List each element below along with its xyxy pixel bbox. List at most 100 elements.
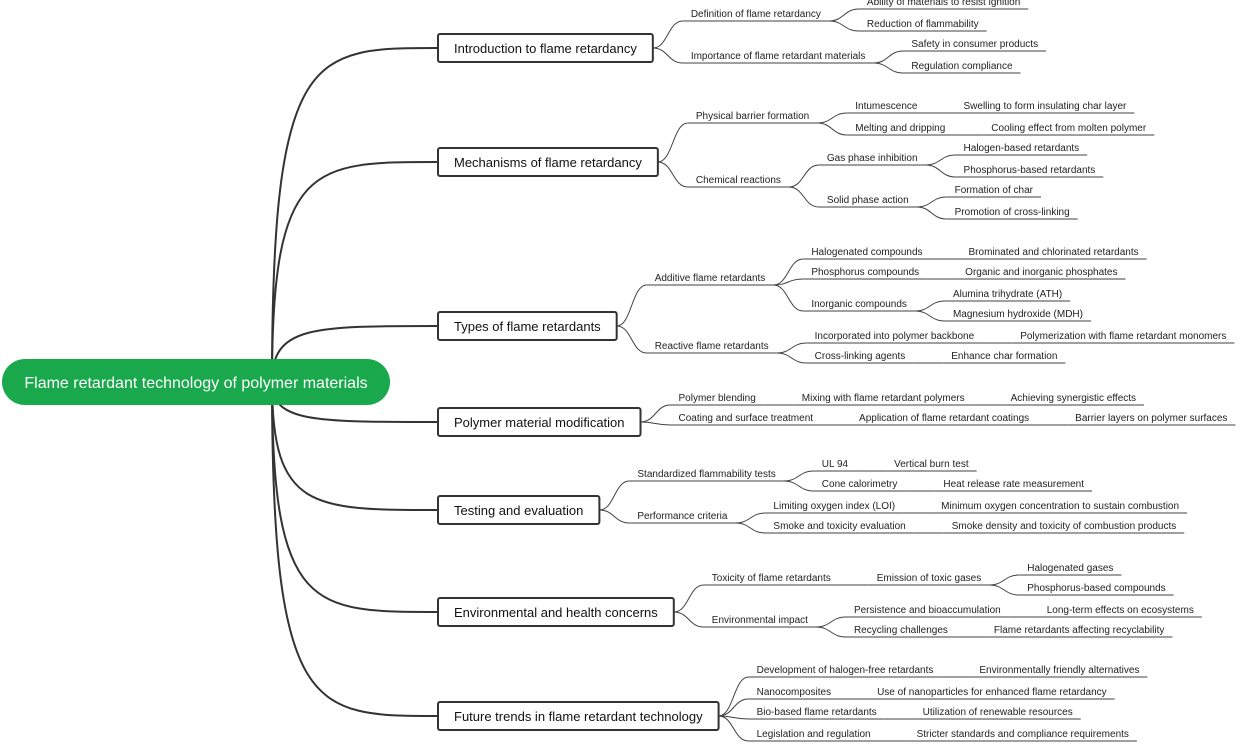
detail-child-connector: [916, 206, 947, 220]
leaf-node: Enhance char formation: [951, 351, 1057, 362]
branch-child-connector: [718, 715, 749, 742]
subtopic-node: Polymer blending: [679, 393, 756, 404]
leaf-node: Swelling to form insulating char layer: [964, 101, 1128, 112]
detail-child-connector: [914, 310, 945, 322]
detail-node: Intumescence: [855, 101, 918, 112]
branch-node-label: Introduction to flame retardancy: [454, 41, 637, 56]
leaf-node: Vertical burn test: [894, 459, 969, 470]
subtopic-child-connector: [783, 480, 814, 492]
detail-node: Regulation compliance: [911, 61, 1013, 72]
leaf-node: Achieving synergistic effects: [1011, 393, 1136, 404]
subtopic-child-connector: [817, 112, 848, 124]
detail-child-connector: [914, 300, 945, 312]
subtopic-child-connector: [776, 352, 807, 364]
leaf-node: Cooling effect from molten polymer: [991, 123, 1147, 134]
subtopic-node: Bio-based flame retardants: [757, 707, 877, 718]
subtopic-node: Standardized flammability tests: [637, 469, 775, 480]
root-branch-connector: [271, 47, 439, 383]
leaf-node: Polymerization with flame retardant mono…: [1020, 331, 1226, 342]
detail-node: Phosphorus compounds: [811, 267, 919, 278]
detail-node: Application of flame retardant coatings: [859, 413, 1029, 424]
subtopic-child-connector: [735, 522, 766, 534]
leaf-node: Heat release rate measurement: [943, 479, 1084, 490]
branch-child-connector: [640, 404, 671, 423]
subtopic-child-connector: [773, 284, 804, 312]
detail-node: Smoke and toxicity evaluation: [773, 521, 905, 532]
branch-child-connector: [657, 161, 688, 188]
subtopic-node: Physical barrier formation: [696, 111, 809, 122]
subtopic-child-connector: [828, 8, 859, 22]
branch-node-label: Testing and evaluation: [454, 503, 583, 518]
detail-node: Incorporated into polymer backbone: [815, 331, 975, 342]
detail-node: Recycling challenges: [854, 625, 948, 636]
subtopic-node: Toxicity of flame retardants: [712, 573, 831, 584]
branch-node-box: [437, 701, 720, 731]
branch-node-box: [437, 407, 642, 437]
subtopic-node: Importance of flame retardant materials: [691, 51, 866, 62]
detail-child-connector: [925, 164, 956, 178]
subtopic-child-connector: [783, 470, 814, 482]
subtopic-child-connector: [873, 50, 904, 64]
branch-child-connector: [657, 122, 688, 163]
root-branch-connector: [271, 381, 439, 717]
branch-node-box: [437, 147, 659, 177]
root-node[interactable]: [2, 359, 390, 405]
detail-node: Limiting oxygen index (LOI): [773, 501, 895, 512]
branch-node[interactable]: [437, 597, 675, 627]
leaf-node: Formation of char: [955, 185, 1034, 196]
detail-node: Stricter standards and compliance requir…: [917, 729, 1129, 740]
branch-node[interactable]: [437, 147, 659, 177]
branch-child-connector: [718, 698, 749, 717]
detail-node: Cone calorimetry: [822, 479, 898, 490]
subtopic-node: Coating and surface treatment: [679, 413, 814, 424]
leaf-node: Brominated and chlorinated retardants: [969, 247, 1139, 258]
leaf-node: Halogen-based retardants: [964, 143, 1080, 154]
subtopic-child-connector: [817, 122, 848, 136]
subtopic-node: Nanocomposites: [757, 687, 831, 698]
detail-node: Ability of materials to resist ignition: [867, 0, 1020, 8]
detail-child-connector: [916, 196, 947, 208]
subtopic-node: Environmental impact: [712, 615, 808, 626]
subtopic-child-connector: [773, 258, 804, 286]
leaf-node: Promotion of cross-linking: [955, 207, 1070, 218]
root-branch-connector: [271, 381, 439, 613]
branch-child-connector: [652, 47, 683, 64]
subtopic-child-connector: [788, 186, 819, 208]
detail-node: Inorganic compounds: [811, 299, 907, 310]
branch-node-label: Future trends in flame retardant technol…: [454, 709, 703, 724]
subtopic-node: Reactive flame retardants: [655, 341, 769, 352]
branch-node[interactable]: [437, 407, 642, 437]
leaf-node: Smoke density and toxicity of combustion…: [952, 521, 1177, 532]
branch-node[interactable]: [437, 311, 618, 341]
branch-child-connector: [599, 480, 630, 511]
subtopic-child-connector: [873, 62, 904, 74]
subtopic-child-connector: [776, 342, 807, 354]
branch-node[interactable]: [437, 33, 654, 63]
branch-node[interactable]: [437, 495, 601, 525]
detail-node: Use of nanoparticles for enhanced flame …: [877, 687, 1107, 698]
branch-child-connector: [673, 611, 704, 628]
subtopic-child-connector: [815, 626, 846, 638]
detail-node: Solid phase action: [827, 195, 909, 206]
branch-node[interactable]: [437, 701, 720, 731]
leaf-node: Phosphorus-based compounds: [1027, 583, 1165, 594]
detail-node: Emission of toxic gases: [877, 573, 982, 584]
detail-node: Persistence and bioaccumulation: [854, 605, 1001, 616]
detail-child-connector: [989, 574, 1020, 586]
detail-node: Halogenated compounds: [811, 247, 922, 258]
detail-child-connector: [925, 154, 956, 166]
branch-node-box: [437, 495, 601, 525]
branch-child-connector: [673, 584, 704, 613]
detail-node: Utilization of renewable resources: [923, 707, 1073, 718]
detail-node: Gas phase inhibition: [827, 153, 918, 164]
subtopic-node: Chemical reactions: [696, 175, 781, 186]
leaf-node: Magnesium hydroxide (MDH): [953, 309, 1083, 320]
subtopic-child-connector: [788, 164, 819, 188]
leaf-node: Phosphorus-based retardants: [964, 165, 1096, 176]
detail-node: Safety in consumer products: [911, 39, 1038, 50]
detail-node: Environmentally friendly alternatives: [979, 665, 1139, 676]
branch-child-connector: [718, 676, 749, 717]
leaf-node: Alumina trihydrate (ATH): [953, 289, 1062, 300]
branch-node-label: Mechanisms of flame retardancy: [454, 155, 642, 170]
